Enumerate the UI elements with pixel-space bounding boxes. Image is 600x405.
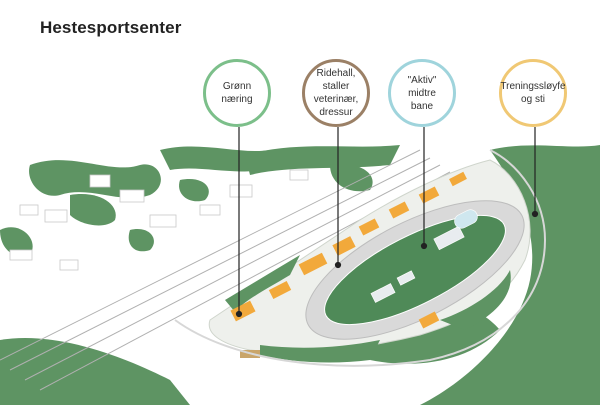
railway <box>0 149 451 391</box>
callout-leaders <box>235 127 539 318</box>
page-title: Hestesportsenter <box>40 18 182 37</box>
walking-path <box>174 149 547 367</box>
site-vegetation-edge <box>225 255 300 312</box>
buildings-outline <box>9 169 309 271</box>
infield-facilities <box>370 209 478 303</box>
callout-treningssloyfe: Treningssløyfe og sti <box>499 59 567 127</box>
callout-aktiv-midtre-bane: "Aktiv" midtre bane <box>388 59 456 127</box>
callout-ridehall: Ridehall, staller veterinær, dressur <box>302 59 370 127</box>
race-track <box>305 200 525 340</box>
stable-buildings <box>230 171 467 358</box>
callout-gronn-naering: Grønn næring <box>203 59 271 127</box>
